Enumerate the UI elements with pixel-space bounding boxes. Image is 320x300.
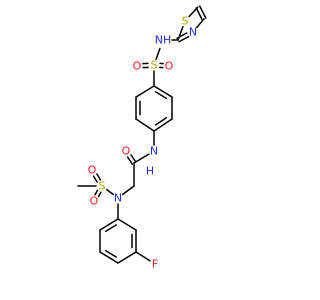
bond-t_c4-t_c5-b	[195, 7, 203, 21]
bond-t_n-t_c4	[196, 18, 205, 29]
atom-label-o-ms2: O	[90, 195, 99, 208]
atom-label-n-ms: N	[114, 192, 122, 205]
bond-b4-b5-inner	[154, 116, 168, 126]
atom-label-h-amide: H	[146, 165, 154, 178]
bond-f6-f1	[117, 218, 137, 231]
atom-label-s-thz: S	[182, 15, 189, 28]
atom-label-n-amide: N	[150, 145, 158, 158]
bond-n_am-c_am	[133, 153, 150, 164]
atom-label-nh-sul: NH	[155, 34, 172, 47]
atom-label-o-sul2: O	[165, 60, 174, 73]
atom-label-f: F	[152, 258, 158, 271]
bond-c_am-o_am-b	[126, 156, 134, 165]
bond-f5-f_atom	[135, 251, 151, 262]
atom-label-s-ms: S	[99, 180, 106, 193]
atom-label-o-ms1: O	[88, 164, 97, 177]
bond-t_c2-t_n-a	[178, 35, 190, 43]
bond-b4-b5	[153, 118, 173, 132]
bond-t_c4-t_c5-a	[199, 5, 207, 19]
bond-f1-f2-inner	[104, 224, 118, 233]
bond-nh-s1	[155, 47, 161, 61]
bond-c_am-o_am-a	[130, 154, 137, 163]
bond-n_ms-s_ms	[106, 188, 114, 196]
bond-t_s-t_c2	[177, 25, 184, 41]
bond-b3-b4	[135, 118, 155, 132]
atom-label-o-amide: O	[122, 145, 131, 158]
bond-t_c5-t_s	[188, 6, 199, 18]
bond-f3-f4-inner	[104, 249, 118, 258]
atom-label-o-sul1: O	[133, 60, 142, 73]
bond-layer	[77, 5, 207, 264]
atom-label-n-thz: N	[189, 26, 197, 39]
bond-b6-b1-inner	[154, 91, 168, 100]
bond-b6-b1	[153, 85, 173, 98]
bond-s_ms-o_ms1-a	[96, 173, 102, 181]
bond-s_ms-o_ms1-b	[92, 175, 98, 183]
bond-f4-f5	[117, 251, 137, 264]
bond-ch2-n_ms	[122, 185, 135, 196]
bond-b1-b2	[135, 85, 155, 98]
atom-label-s-sul: S	[151, 59, 158, 72]
bond-s_ms-o_ms2-b	[97, 191, 102, 198]
bond-f1-f2	[99, 218, 119, 231]
bond-s_ms-o_ms2-a	[94, 189, 99, 196]
bond-f3-f4	[99, 251, 119, 264]
